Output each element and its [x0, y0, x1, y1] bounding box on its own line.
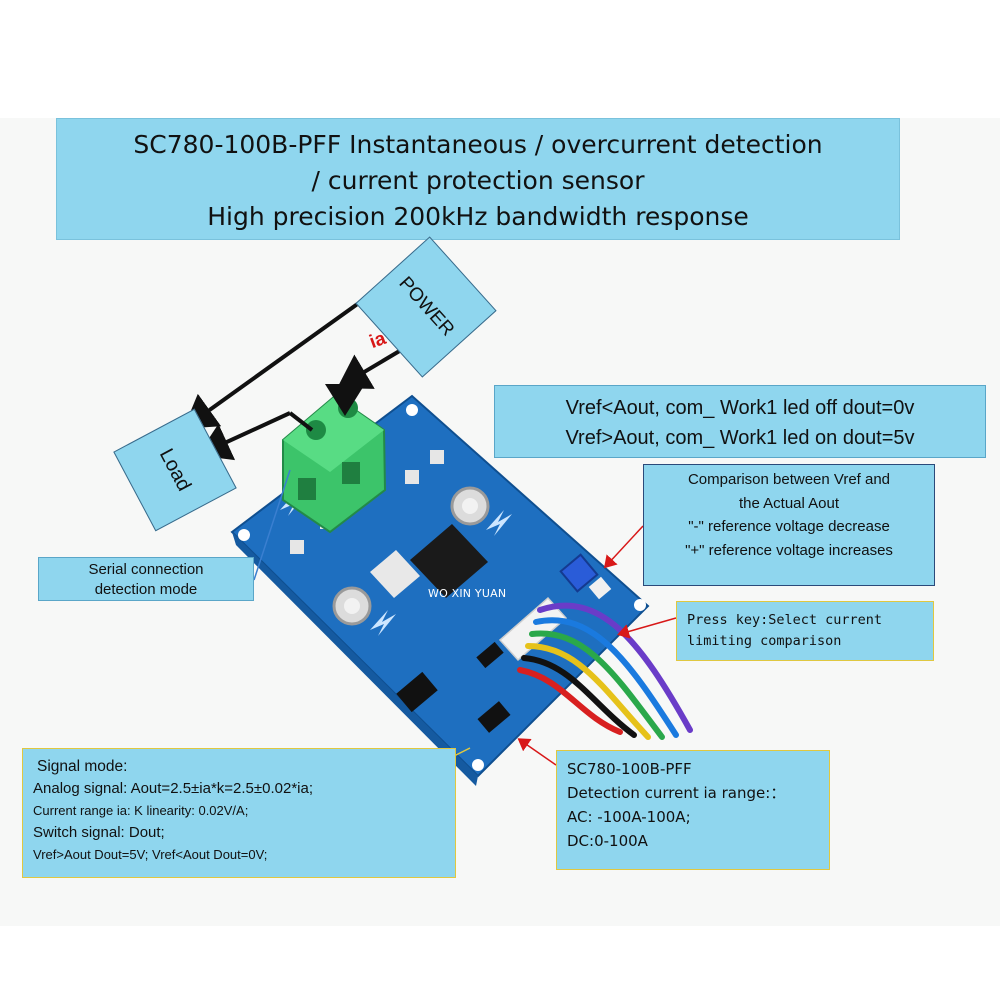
sc780-line-4: DC:0-100A	[567, 832, 648, 850]
press-key-line-2: limiting comparison	[687, 633, 842, 649]
power-label: POWER	[394, 272, 459, 341]
signal-line-1: Signal mode:	[37, 758, 128, 775]
serial-connection-box: Serial connection detection mode	[38, 557, 254, 601]
comparison-line-4: "+" reference voltage increases	[685, 541, 893, 559]
vref-line-2: Vref>Aout, com_ Work1 led on dout=5v	[565, 427, 915, 449]
title-line-2: / current protection sensor	[311, 166, 645, 195]
sc780-line-2: Detection current ia range:：	[567, 784, 786, 802]
serial-line-1: Serial connection	[88, 561, 204, 578]
vref-line-1: Vref<Aout, com_ Work1 led off dout=0v	[565, 397, 915, 419]
signal-line-5: Vref>Aout Dout=5V; Vref<Aout Dout=0V;	[33, 847, 268, 862]
sc780-range-box: SC780-100B-PFF Detection current ia rang…	[556, 750, 830, 870]
press-key-line-1: Press key:Select current	[687, 612, 883, 628]
signal-line-4: Switch signal: Dout;	[33, 824, 165, 841]
watermark-text: WO XIN YUAN	[428, 587, 507, 600]
vref-condition-box: Vref<Aout, com_ Work1 led off dout=0v Vr…	[494, 385, 986, 458]
press-key-box: Press key:Select current limiting compar…	[676, 601, 934, 661]
title-line-3: High precision 200kHz bandwidth response	[207, 202, 749, 231]
comparison-line-1: Comparison between Vref and	[687, 471, 891, 488]
title-banner: SC780-100B-PFF Instantaneous / overcurre…	[56, 118, 900, 240]
signal-mode-box: Signal mode: Analog signal: Aout=2.5±ia*…	[22, 748, 456, 878]
comparison-line-3: "-" reference voltage decrease	[688, 518, 890, 535]
load-label: Load	[155, 444, 196, 495]
signal-line-2: Analog signal: Aout=2.5±ia*k=2.5±0.02*ia…	[33, 780, 314, 797]
sc780-line-1: SC780-100B-PFF	[567, 760, 692, 778]
current-path-arrows	[183, 288, 420, 461]
comparison-box: Comparison between Vref and the Actual A…	[643, 464, 935, 586]
title-line-1: SC780-100B-PFF Instantaneous / overcurre…	[133, 130, 823, 159]
sc780-line-3: AC: -100A-100A;	[567, 808, 691, 826]
comparison-line-2: the Actual Aout	[738, 494, 840, 512]
serial-line-2: detection mode	[94, 581, 198, 598]
signal-line-3: Current range ia: K linearity: 0.02V/A;	[33, 803, 249, 818]
signal-cable	[517, 602, 693, 740]
